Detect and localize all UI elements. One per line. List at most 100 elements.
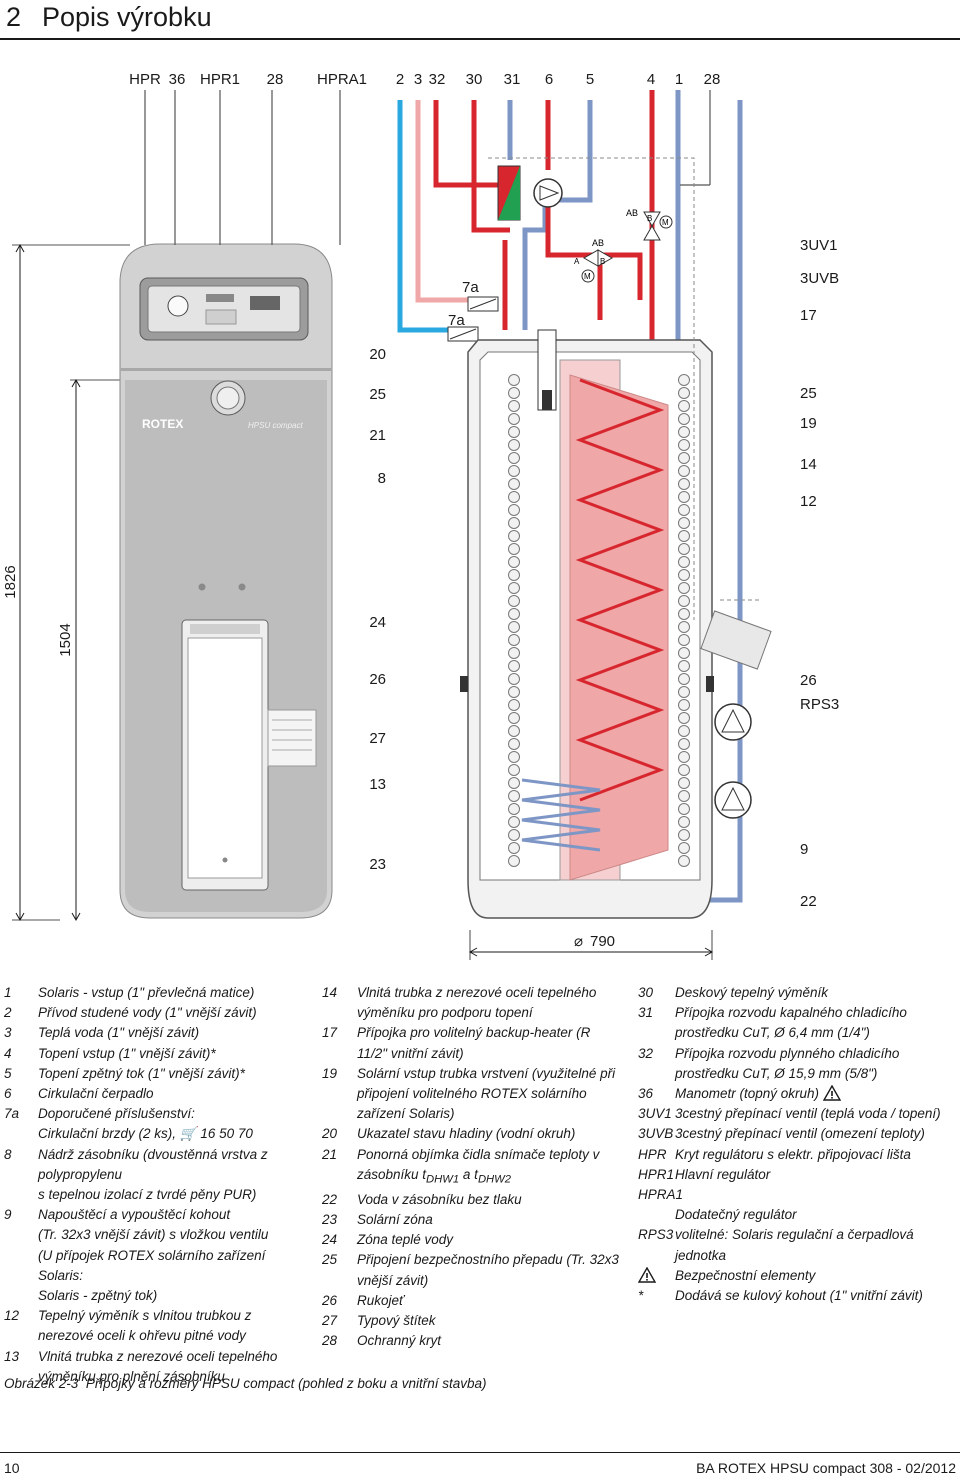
dimension-1504: 1504 (57, 378, 130, 922)
coil-turn (678, 764, 690, 776)
coil-turn (508, 569, 520, 581)
coil-turn (508, 738, 520, 750)
cart-icon: 🛒 (179, 1126, 197, 1142)
unit-exterior: ROTEX HPSU compact (119, 243, 333, 919)
legend-row: s tepelnou izolací z tvrdé pěny PUR) (38, 1187, 257, 1203)
left-label: 21 (369, 427, 386, 444)
right-label: 25 (800, 385, 817, 402)
coil-turn (508, 621, 520, 633)
coil-turn (508, 634, 520, 646)
coil-turn (678, 543, 690, 555)
dim-1504-label: 1504 (57, 623, 74, 656)
heating-coil-zigzag (575, 378, 665, 802)
legend-row: Solaris - zpětný tok) (38, 1288, 158, 1304)
figure-caption: Obrázek 2-3 Přípojky a rozměry HPSU comp… (4, 1376, 486, 1391)
coil-turn (508, 751, 520, 763)
left-label: 23 (369, 856, 386, 873)
coil-turn (678, 530, 690, 542)
coil-turn (678, 413, 690, 425)
right-label: 26 (800, 672, 817, 689)
pump-triangle-icon (539, 185, 560, 201)
top-label: 31 (504, 71, 521, 88)
legend-row: *Dodává se kulový kohout (1" vnitřní záv… (638, 1288, 923, 1304)
coil-turn (678, 699, 690, 711)
plate-heat-exchanger (497, 165, 521, 221)
dimension-1826: 1826 (2, 243, 130, 922)
top-label: 5 (586, 71, 594, 88)
coil-turn (678, 803, 690, 815)
coil-turn (678, 660, 690, 672)
coil-turn (508, 504, 520, 516)
left-label: 27 (369, 730, 386, 747)
coil-turn (678, 478, 690, 490)
cover-outline (488, 157, 762, 620)
legend-row: (U přípojek ROTEX solárního zařízení Sol… (38, 1247, 266, 1283)
top-label: 30 (466, 71, 483, 88)
top-label: 32 (429, 71, 446, 88)
legend-row: HPRA1 (638, 1187, 684, 1203)
top-label: 28 (267, 71, 284, 88)
right-label: 17 (800, 307, 817, 324)
coil-turn (678, 751, 690, 763)
coil-turn (508, 400, 520, 412)
right-label: 3UVB (800, 270, 839, 287)
coil-turn (678, 855, 690, 867)
handle (700, 610, 772, 670)
left-label: 8 (378, 470, 386, 487)
legend-row: (Tr. 32x3 vnější závit) s vložkou ventil… (38, 1227, 269, 1243)
dim-1826-label: 1826 (2, 565, 19, 598)
warning-icon (638, 1266, 656, 1283)
valve-m-1: M (662, 218, 669, 227)
coil-turn (508, 647, 520, 659)
coil-turn (508, 478, 520, 490)
top-label: 28 (704, 71, 721, 88)
right-label: 9 (800, 841, 808, 858)
coil-turn (508, 829, 520, 841)
coil-turn (678, 465, 690, 477)
coil-turn (678, 790, 690, 802)
coil-turn (678, 569, 690, 581)
coil-turn (508, 608, 520, 620)
coil-turn (508, 816, 520, 828)
top-label: 3 (414, 71, 422, 88)
brand-logo: ROTEX (142, 417, 183, 431)
valve-b-1: B (647, 214, 652, 223)
coil-turn (508, 387, 520, 399)
coil-turn (678, 829, 690, 841)
handle-right-icon (706, 676, 714, 692)
coil-turn (508, 764, 520, 776)
legend-row: Cirkulační brzdy (2 ks), 🛒 16 50 70 (38, 1126, 253, 1142)
coil-turn (508, 803, 520, 815)
top-label: 2 (396, 71, 404, 88)
dim-790-symbol: ⌀ (574, 933, 583, 950)
coil-turn (508, 374, 520, 386)
coil-turn (508, 491, 520, 503)
top-label: HPR (129, 71, 161, 88)
coil-left-column (508, 374, 520, 867)
coil-turn (508, 517, 520, 529)
caption-text: Přípojky a rozměry HPSU compact (pohled … (85, 1376, 487, 1391)
right-label: 19 (800, 415, 817, 432)
top-label: 6 (545, 71, 553, 88)
coil-turn (678, 777, 690, 789)
right-label: 14 (800, 456, 817, 473)
left-label: 25 (369, 386, 386, 403)
